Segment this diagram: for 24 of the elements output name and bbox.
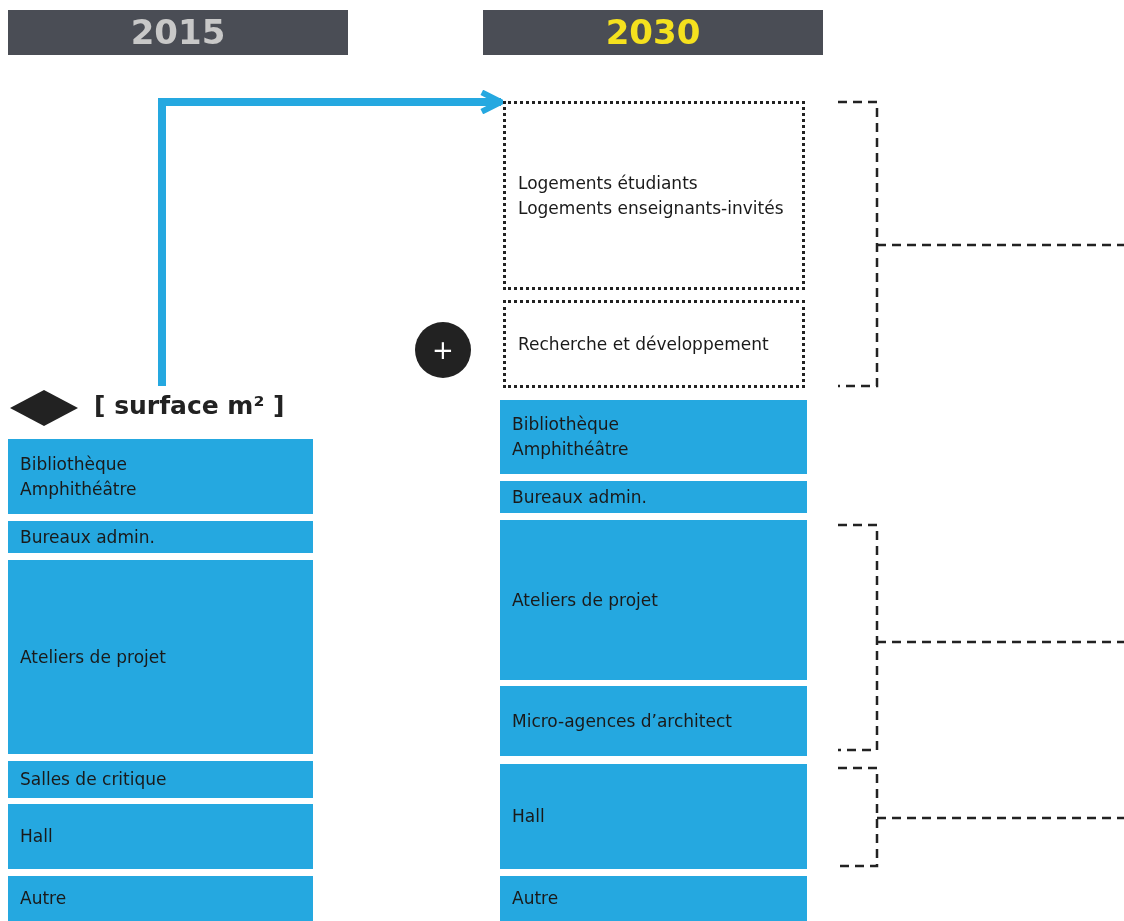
area-block: Hall — [8, 804, 313, 869]
block-label: Amphithéâtre — [512, 438, 630, 461]
area-block: Micro-agences d’architect — [500, 686, 807, 756]
area-block — [500, 400, 807, 474]
area-block: Bureaux admin. — [8, 521, 313, 553]
block-label: Amphithéâtre — [20, 477, 138, 501]
area-block: Ateliers de projet — [500, 520, 807, 680]
area-block: Ateliers de projet — [8, 560, 313, 754]
area-block: Salles de critique — [8, 761, 313, 798]
block-label: Logements étudiants — [518, 171, 699, 195]
new-area-block — [503, 101, 805, 290]
area-block: Autre — [500, 876, 807, 921]
year-header: 2015 — [8, 10, 348, 55]
area-block: Bureaux admin. — [500, 481, 807, 513]
area-block: Autre — [8, 876, 313, 921]
year-header: 2030 — [483, 10, 823, 55]
new-area-block: Recherche et développement — [503, 300, 805, 388]
block-label: Logements enseignants-invités — [518, 196, 785, 220]
surface-label: [ surface m² ] — [94, 391, 285, 420]
area-block: Hall — [500, 764, 807, 869]
block-label: Bibliothèque — [512, 413, 620, 436]
block-label: Bibliothèque — [20, 452, 128, 476]
area-block — [8, 439, 313, 514]
plus-circle: + — [415, 322, 471, 378]
